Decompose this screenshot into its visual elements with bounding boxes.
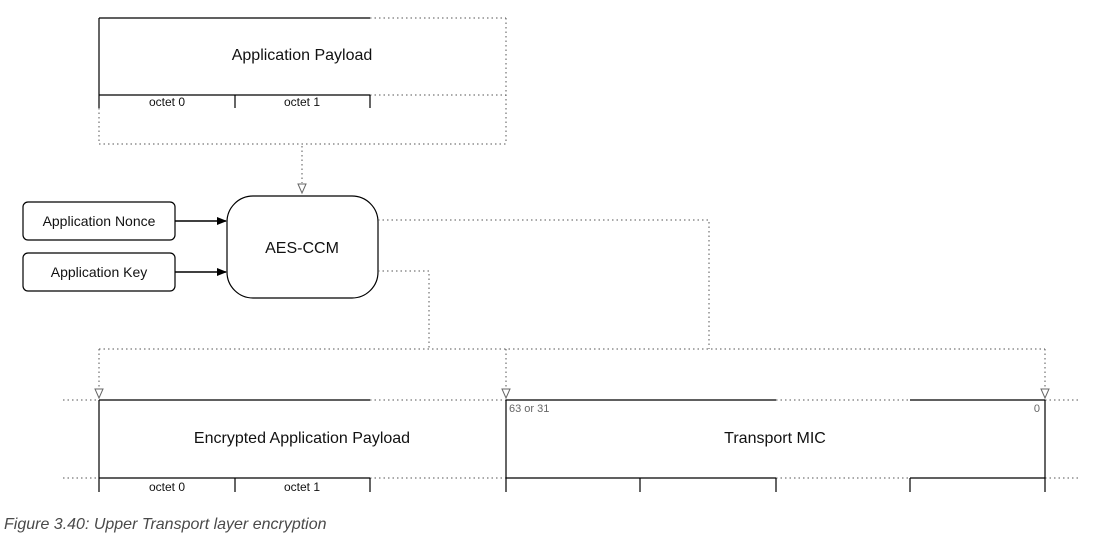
aes-ccm-box: AES-CCM (226, 195, 379, 299)
transport-mic-title: Transport MIC (724, 430, 826, 447)
top-octet-1-label: octet 1 (284, 95, 320, 109)
mic-high-bit-label: 63 or 31 (509, 403, 549, 415)
open-triangle-arrow-icon (1040, 388, 1050, 400)
open-triangle-arrow-icon (94, 388, 104, 400)
aes-ccm-label: AES-CCM (265, 240, 339, 257)
bottom-octet-0-label: octet 0 (149, 480, 185, 494)
encrypted-payload-title: Encrypted Application Payload (194, 430, 410, 447)
payload-to-cipher-connector (297, 146, 307, 195)
application-key-box: Application Key (22, 252, 176, 292)
bottom-octet-1-label: octet 1 (284, 480, 320, 494)
encrypted-output-block: Encrypted Application Payload Transport … (63, 399, 1080, 494)
top-octet-0-label: octet 0 (149, 95, 185, 109)
application-payload-block: Application Payload octet 0 octet 1 (98, 17, 507, 145)
application-key-label: Application Key (51, 264, 148, 280)
open-triangle-arrow-icon (297, 183, 307, 195)
application-payload-title: Application Payload (232, 47, 373, 64)
figure-caption: Figure 3.40: Upper Transport layer encry… (4, 516, 327, 533)
open-triangle-arrow-icon (501, 388, 511, 400)
diagram: Application Payload octet 0 octet 1 Appl… (22, 17, 1080, 494)
application-nonce-label: Application Nonce (43, 213, 156, 229)
mic-low-bit-label: 0 (1034, 403, 1040, 415)
cipher-output-connectors (98, 219, 1046, 388)
application-nonce-box: Application Nonce (22, 201, 176, 241)
